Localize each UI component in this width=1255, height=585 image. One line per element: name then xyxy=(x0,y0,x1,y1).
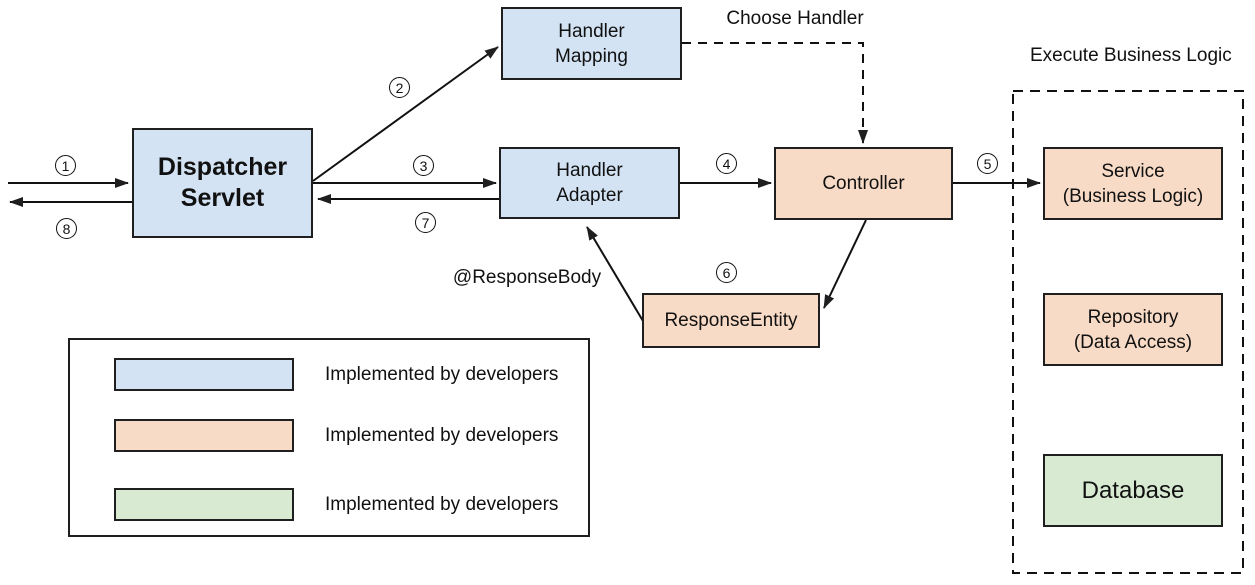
node-label: Controller xyxy=(822,173,905,194)
step-number: 4 xyxy=(722,155,731,172)
node-label: (Data Access) xyxy=(1073,331,1193,353)
step-number: 2 xyxy=(395,79,404,96)
node-dispatcher-servlet: Dispatcher Servlet xyxy=(132,128,313,238)
arrow-choose-handler-dashed xyxy=(682,42,868,144)
step-badge-5: 5 xyxy=(977,153,998,174)
step-badge-3: 3 xyxy=(413,155,434,176)
response-body-label: @ResponseBody xyxy=(452,267,602,288)
legend-label: Implemented by developers xyxy=(325,493,559,515)
node-service: Service (Business Logic) xyxy=(1043,147,1223,220)
node-response-entity: ResponseEntity xyxy=(642,293,820,348)
arrow-step-2-to-handler-mapping xyxy=(312,46,499,182)
business-logic-group-border xyxy=(1012,90,1244,574)
node-handler-adapter: Handler Adapter xyxy=(499,147,680,219)
legend-swatch-green xyxy=(114,488,294,521)
step-badge-1: 1 xyxy=(55,155,76,176)
legend-label: Implemented by developers xyxy=(325,424,559,446)
node-label: Handler xyxy=(556,160,623,181)
step-number: 5 xyxy=(983,155,992,172)
node-repository: Repository (Data Access) xyxy=(1043,293,1223,366)
step-number: 7 xyxy=(421,214,430,231)
business-logic-group-title: Execute Business Logic xyxy=(1030,45,1232,66)
step-badge-6: 6 xyxy=(716,262,737,283)
step-number: 6 xyxy=(722,264,731,281)
step-badge-4: 4 xyxy=(716,153,737,174)
step-number: 8 xyxy=(62,220,71,237)
legend-swatch-blue xyxy=(114,358,294,391)
node-label: Repository xyxy=(1087,306,1179,328)
legend-box: Implemented by developers Implemented by… xyxy=(68,338,590,537)
node-label: Database xyxy=(1081,477,1185,504)
node-label: Handler xyxy=(558,20,625,42)
node-label: Servlet xyxy=(180,184,265,212)
node-label: Mapping xyxy=(555,45,628,67)
node-label: (Business Logic) xyxy=(1062,185,1204,207)
node-handler-mapping: Handler Mapping xyxy=(501,7,682,80)
node-label: ResponseEntity xyxy=(664,310,798,331)
node-label: Dispatcher xyxy=(157,153,288,181)
node-label: Adapter xyxy=(556,185,623,206)
arrow-responsebody-to-handler-adapter xyxy=(586,226,644,322)
step-badge-8: 8 xyxy=(56,218,77,239)
legend-swatch-orange xyxy=(114,419,294,452)
step-number: 3 xyxy=(419,157,428,174)
node-database: Database xyxy=(1043,454,1223,527)
choose-handler-label: Choose Handler xyxy=(726,8,864,29)
legend-label: Implemented by developers xyxy=(325,363,559,385)
node-controller: Controller xyxy=(774,147,953,220)
step-badge-2: 2 xyxy=(389,77,410,98)
step-number: 1 xyxy=(61,157,70,174)
node-label: Service xyxy=(1101,160,1165,182)
arrow-step-6-controller-to-responseentity xyxy=(823,219,867,309)
step-badge-7: 7 xyxy=(415,212,436,233)
